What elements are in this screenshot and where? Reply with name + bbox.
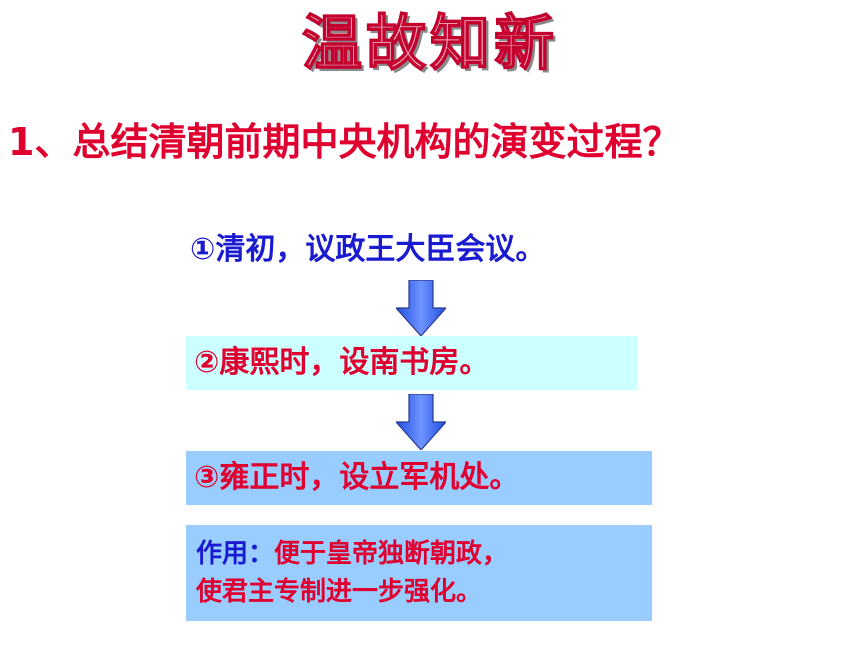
step-1-text: ①清初，议政王大臣会议。 xyxy=(190,232,546,267)
effect-text-1: 便于皇帝独断朝政， xyxy=(274,539,509,569)
effect-line-1: 作用：便于皇帝独断朝政， xyxy=(196,535,652,573)
effect-box: 作用：便于皇帝独断朝政， 使君主专制进一步强化。 xyxy=(186,525,652,621)
step-3-text: ③雍正时，设立军机处。 xyxy=(194,460,520,495)
step-3-box: ③雍正时，设立军机处。 xyxy=(186,451,652,505)
arrow-down-icon xyxy=(396,280,446,336)
slide-title: 温故知新 xyxy=(301,8,558,80)
step-2-box: ②康熙时，设南书房。 xyxy=(186,336,638,390)
arrow-down-icon xyxy=(396,394,446,450)
effect-text-2: 使君主专制进一步强化。 xyxy=(196,577,483,607)
effect-label: 作用： xyxy=(196,539,275,569)
review-question: 1、总结清朝前期中央机构的演变过程？ xyxy=(8,120,681,164)
step-2-text: ②康熙时，设南书房。 xyxy=(194,345,490,380)
